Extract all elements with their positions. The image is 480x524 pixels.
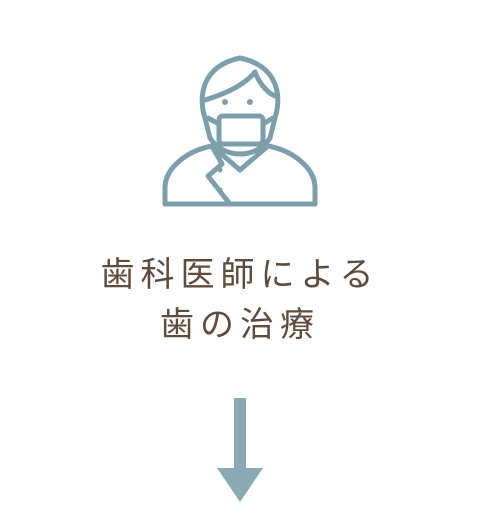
caption-line-2: 歯の治療 [160,305,320,345]
coat-button-1 [217,187,223,193]
arrow-down-icon [215,398,265,508]
mask-strap-left [205,115,222,127]
mask-strap-right [260,115,276,127]
left-eye [222,99,228,105]
right-eye [247,99,253,105]
caption: 歯科医師による 歯の治療 [0,250,480,350]
dentist-icon [150,38,330,218]
coat-lapel [205,143,233,207]
hair-fringe [202,69,278,103]
coat-outline [162,143,318,207]
arrow-shaft [234,398,246,470]
arrow-head [217,468,263,502]
face-mask [216,113,266,147]
coat-button-2 [217,167,223,173]
head-outline [199,55,281,157]
caption-line-1: 歯科医師による [100,255,380,295]
